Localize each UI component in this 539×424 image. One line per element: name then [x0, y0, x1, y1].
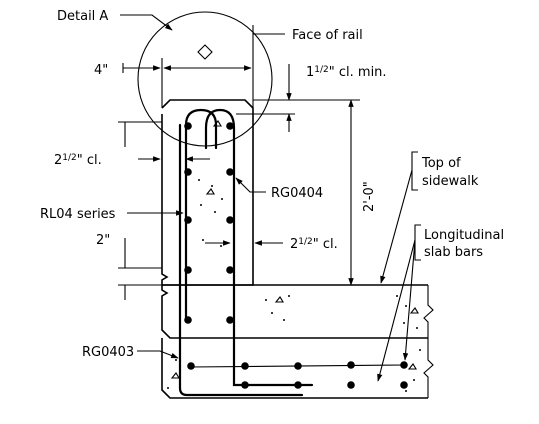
rebar-dot: [184, 168, 192, 176]
long-slab-bracket: [414, 224, 421, 261]
slab-outline: [161, 284, 428, 339]
height-dim-label: 2'-0": [362, 181, 377, 212]
rl04-series-label: RL04 series: [40, 207, 116, 222]
rg0404-hairpin-bar: [184, 108, 218, 322]
rebar-dot: [226, 168, 234, 176]
top-of-sidewalk-bracket: [411, 151, 418, 191]
rebar-dot: [226, 216, 234, 224]
slab-break-line-upper: [423, 285, 434, 338]
top-of-sidewalk-leader: [380, 169, 413, 284]
detail-a-leader: [120, 14, 173, 31]
long-slab-leader-b: [402, 239, 416, 361]
slab-break-line-lower: [423, 338, 434, 398]
cl-right-label: 21/2" cl.: [290, 237, 338, 252]
dim-2in-label: 2": [96, 233, 110, 248]
face-of-rail-label: Face of rail: [292, 28, 363, 43]
slab-lower-outline: [161, 338, 428, 399]
rebar-dot: [400, 381, 408, 389]
rg0404-leader: [235, 177, 266, 193]
rebar-dot: [187, 362, 195, 370]
cl-min-label: 11/2" cl. min.: [306, 65, 387, 80]
rebar-dot: [241, 381, 249, 389]
long-slab-leader-a: [377, 239, 416, 382]
rg0404-label: RG0404: [271, 186, 323, 201]
rg0403-label: RG0403: [82, 345, 134, 360]
rebar-dot: [226, 122, 234, 130]
rebar-dot: [347, 381, 355, 389]
rebar-dot: [241, 362, 249, 370]
rebar-dot: [347, 361, 355, 369]
rg0403-bar: [178, 123, 304, 397]
top-of-sidewalk-label-line2: sidewalk: [422, 174, 479, 189]
dim-4in-label: 4": [94, 63, 108, 78]
rebar-dot: [294, 381, 302, 389]
long-slab-label-line1: Longitudinal: [424, 228, 504, 243]
rebar-dot: [226, 266, 234, 274]
rebar-dot: [400, 361, 408, 369]
long-slab-label-line2: slab bars: [424, 245, 483, 260]
cl-left-label: 21/2" cl.: [54, 153, 102, 168]
detail-a-diamond-symbol: [197, 44, 213, 60]
rebar-dot: [184, 266, 192, 274]
rg0403-leader: [137, 350, 179, 359]
rebar-dot: [184, 216, 192, 224]
rebar-dot: [294, 362, 302, 370]
detail-a-label: Detail A: [57, 9, 108, 24]
top-of-sidewalk-label-line1: Top of: [421, 156, 461, 171]
rg0404-hairpin-bar-inner: [204, 108, 314, 387]
rebar-dot: [184, 316, 192, 324]
rebar-dot: [226, 316, 234, 324]
rebar-dot: [184, 122, 192, 130]
concrete-hatching: [167, 120, 421, 392]
